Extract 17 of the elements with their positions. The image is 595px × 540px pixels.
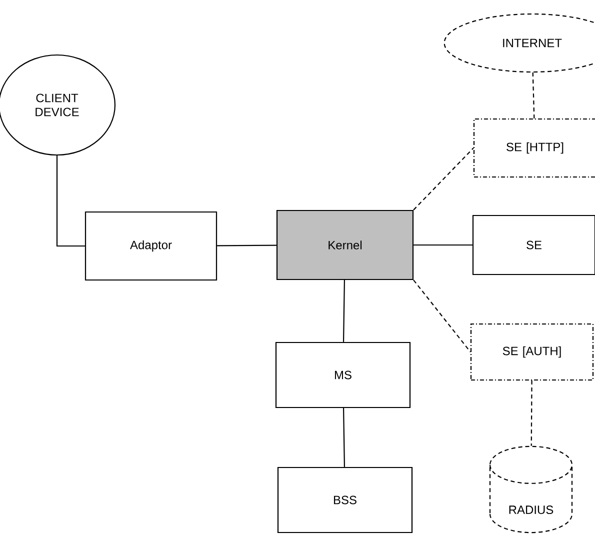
connector-line	[530, 380, 532, 446]
service-box: SE [AUTH]	[470, 323, 594, 381]
component-box: Adaptor	[84, 211, 218, 281]
service-box: SE	[472, 214, 595, 276]
connector-line	[414, 244, 472, 246]
connector-line	[532, 72, 535, 118]
service-box: SE [HTTP]	[473, 118, 595, 178]
connector-line	[342, 408, 346, 467]
connector-line	[413, 280, 471, 352]
component-box: BSS	[277, 466, 413, 534]
connector-line	[342, 280, 346, 342]
connector-line	[56, 156, 85, 247]
database-cylinder: RADIUS	[489, 446, 573, 534]
kernel-box: Kernel	[276, 210, 414, 280]
connector-line	[217, 244, 276, 246]
connector-line	[413, 148, 474, 210]
component-box: MS	[275, 342, 411, 408]
